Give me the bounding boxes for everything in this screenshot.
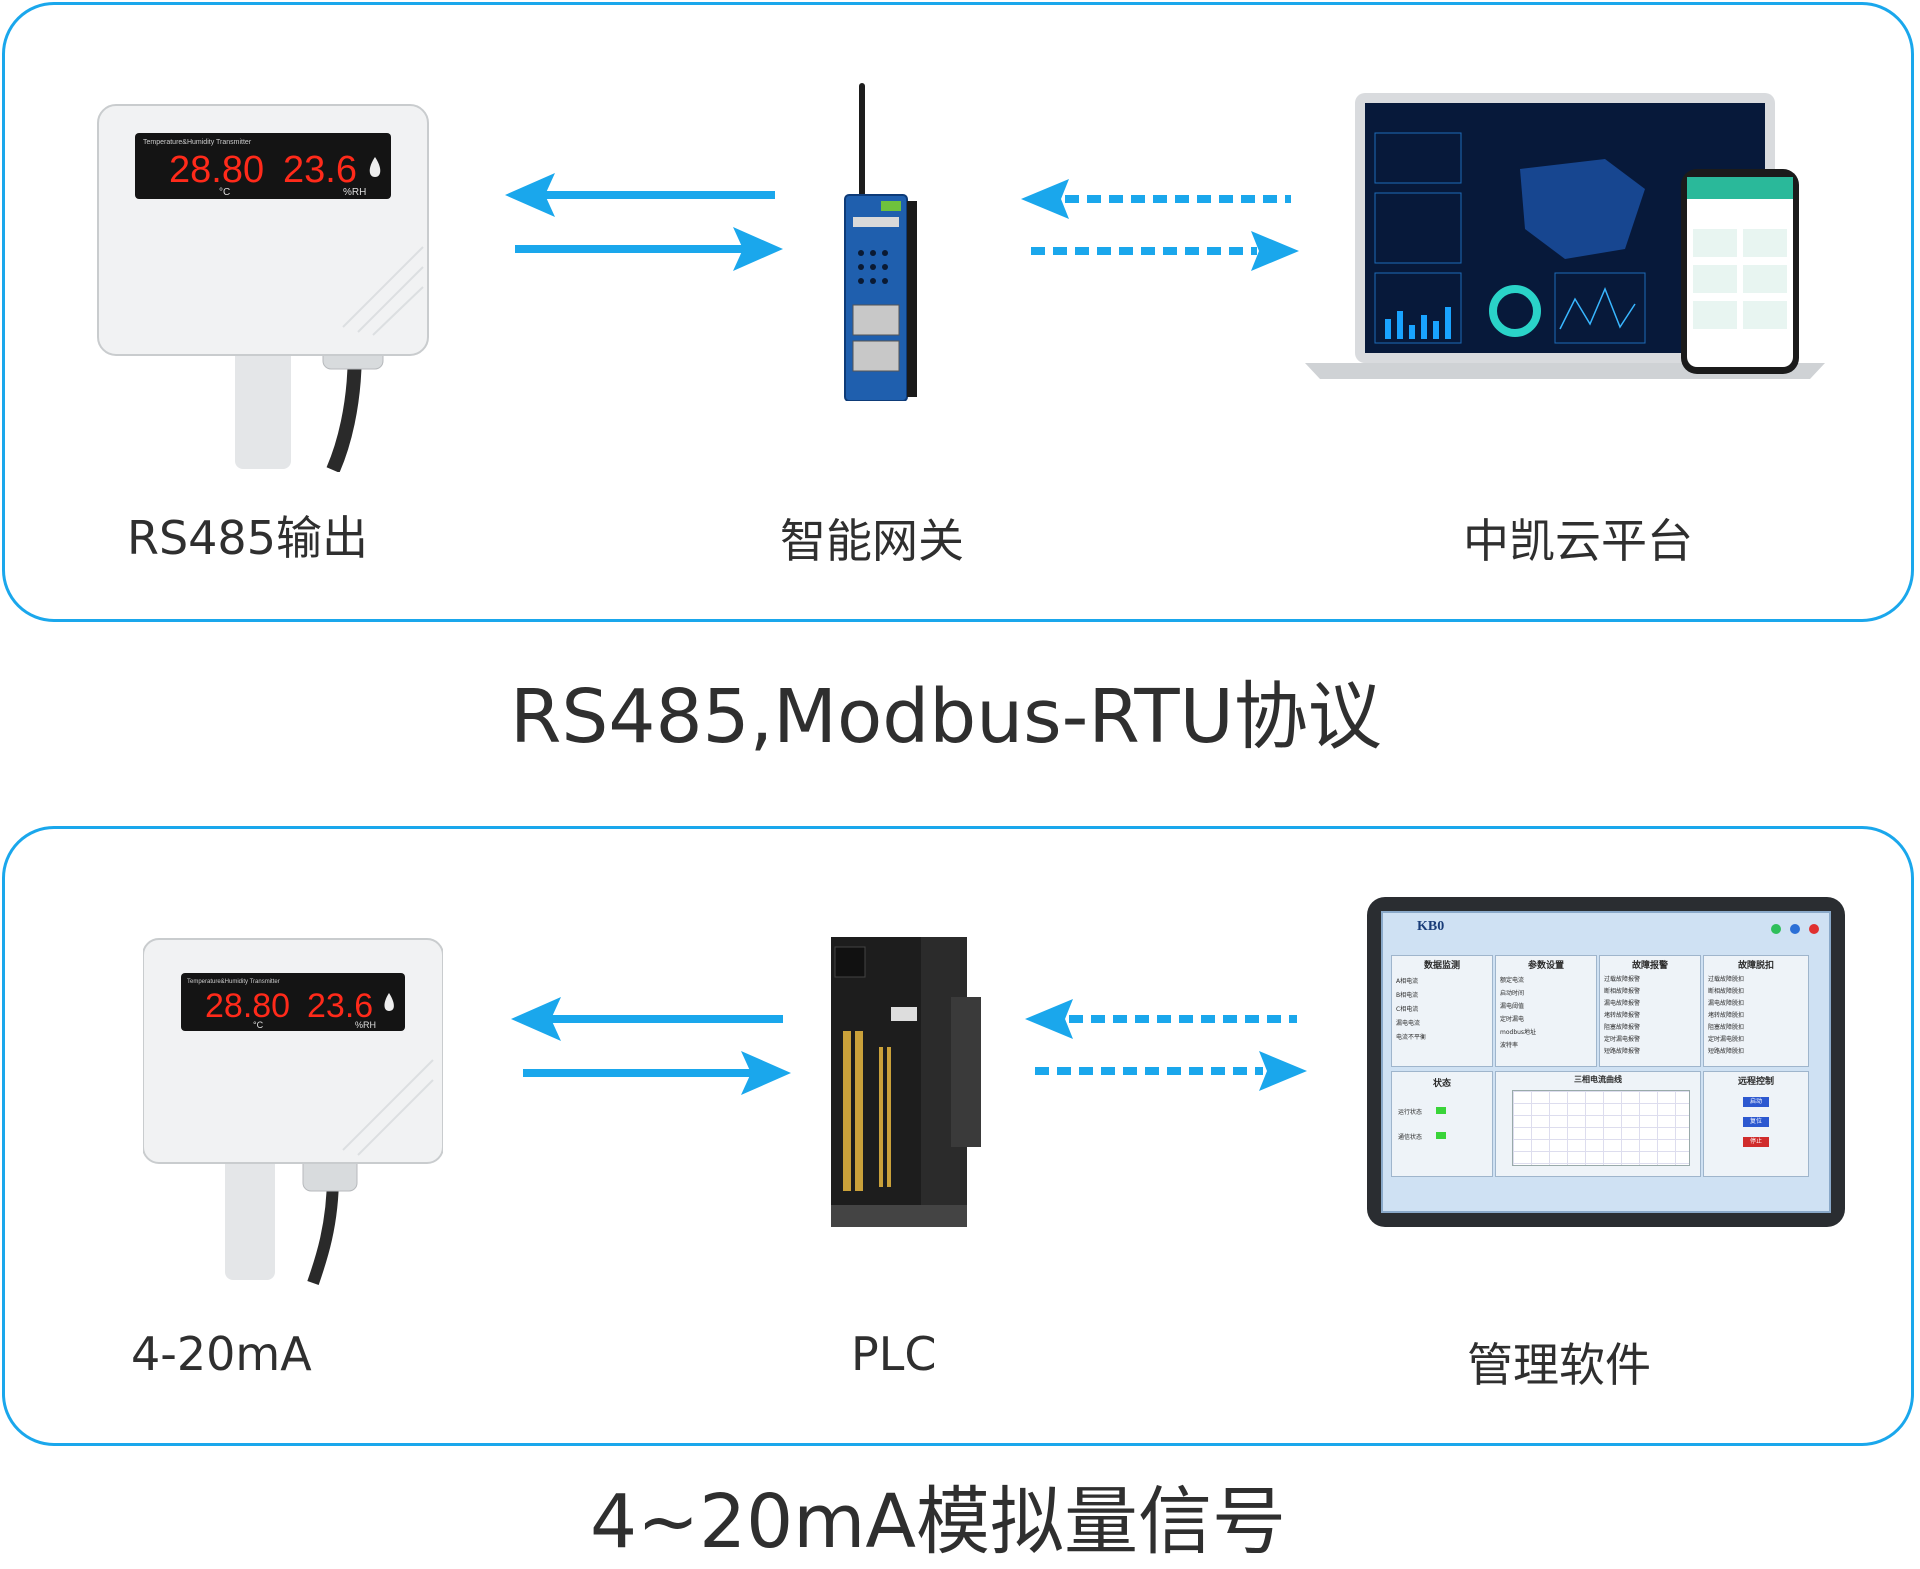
hmi-row: 启动时间 xyxy=(1500,990,1525,997)
hmi-row: 定时漏电报警 xyxy=(1604,1036,1641,1043)
node-label-plc: PLC xyxy=(851,1327,937,1381)
hmi-row: 堵转故障报警 xyxy=(1604,1012,1641,1019)
hmi-panel-trip: 故障脱扣 过载故障脱扣 断相故障脱扣 漏电故障脱扣 堵转故障脱扣 阻塞故障脱扣 … xyxy=(1703,955,1809,1067)
hmi-brand: KB0 xyxy=(1417,919,1445,934)
rs485-panel: Temperature&Humidity Transmitter 28.80 2… xyxy=(2,2,1914,622)
hmi-panel-title: 故障报警 xyxy=(1631,961,1668,971)
hmi-row: 断相故障报警 xyxy=(1604,988,1641,995)
hmi-panel-title: 状态 xyxy=(1432,1079,1451,1089)
sensor-unit-c: °C xyxy=(219,187,230,198)
hmi-panel-title: 远程控制 xyxy=(1737,1077,1774,1087)
hmi-row: C相电流 xyxy=(1396,1006,1419,1013)
sensor-unit-h: %RH xyxy=(355,1020,376,1030)
hmi-row: 定时漏电 xyxy=(1500,1016,1525,1023)
hmi-row: B相电流 xyxy=(1396,992,1419,999)
hmi-row: 漏电故障脱扣 xyxy=(1708,1000,1745,1007)
sensor-unit-c: °C xyxy=(253,1020,264,1030)
node-label-cloud: 中凯云平台 xyxy=(1463,514,1693,568)
sensor-hum-value: 23.6 xyxy=(283,149,357,191)
tablet-icon: KB0 数据监测 A相电流 B相电流 C相电流 漏电电流 电流不平衡 参数设置 … xyxy=(1367,897,1845,1227)
hmi-stop-button[interactable]: 停止 xyxy=(1743,1137,1769,1147)
hmi-screen: KB0 数据监测 A相电流 B相电流 C相电流 漏电电流 电流不平衡 参数设置 … xyxy=(1381,911,1831,1213)
gateway-icon xyxy=(844,83,917,401)
sensor-temp-value: 28.80 xyxy=(169,149,264,191)
hmi-row: 波特率 xyxy=(1500,1042,1519,1049)
hmi-panel-monitor: 数据监测 A相电流 B相电流 C相电流 漏电电流 电流不平衡 xyxy=(1391,955,1493,1067)
sensor-header-en: Temperature&Humidity Transmitter xyxy=(187,979,280,985)
hmi-info-icon[interactable] xyxy=(1789,924,1800,934)
laptop-phone-icon xyxy=(1305,93,1825,379)
hmi-panel-title: 故障脱扣 xyxy=(1737,961,1774,971)
hmi-row: 阻塞故障报警 xyxy=(1604,1024,1641,1031)
protocol-title-rs485: RS485,Modbus-RTU协议 xyxy=(510,674,1382,760)
bidirectional-dashed-arrows xyxy=(1021,179,1299,271)
plc-icon xyxy=(831,937,981,1227)
hmi-row: 堵转故障脱扣 xyxy=(1708,1012,1745,1019)
hmi-status-row: 通信状态 xyxy=(1398,1132,1486,1141)
node-label-gateway: 智能网关 xyxy=(780,514,964,568)
hmi-row: modbus地址 xyxy=(1500,1029,1537,1036)
hmi-panel-title: 数据监测 xyxy=(1423,961,1460,971)
hmi-close-icon[interactable] xyxy=(1809,924,1819,934)
hmi-row: 电流不平衡 xyxy=(1396,1034,1427,1041)
bidirectional-dashed-arrows xyxy=(1025,999,1307,1091)
sensor-header-en: Temperature&Humidity Transmitter xyxy=(143,139,252,146)
hmi-panel-curve: 三相电流曲线 xyxy=(1495,1071,1701,1177)
node-label-software: 管理软件 xyxy=(1467,1338,1651,1392)
hmi-status-row: 运行状态 xyxy=(1398,1107,1486,1116)
analog-panel: Temperature&Humidity Transmitter 28.80 2… xyxy=(2,826,1914,1446)
hmi-reset-button[interactable]: 复位 xyxy=(1743,1117,1769,1127)
node-label-analog: 4-20mA xyxy=(131,1327,312,1381)
sensor-icon: Temperature&Humidity Transmitter 28.80 2… xyxy=(143,938,443,1285)
hmi-panel-title: 参数设置 xyxy=(1527,961,1564,971)
hmi-row: 短路故障脱扣 xyxy=(1708,1048,1745,1055)
hmi-row: 漏电电流 xyxy=(1396,1020,1421,1027)
hmi-window-buttons xyxy=(1767,919,1819,938)
hmi-row: 额定电流 xyxy=(1500,977,1525,984)
hmi-row: 断相故障脱扣 xyxy=(1708,988,1745,995)
hmi-row: 过载故障脱扣 xyxy=(1708,976,1745,983)
sensor-temp-value: 28.80 xyxy=(205,987,290,1025)
sensor-unit-h: %RH xyxy=(343,187,366,198)
hmi-exit-icon[interactable] xyxy=(1770,924,1781,934)
bidirectional-solid-arrows xyxy=(511,997,791,1095)
hmi-panel-alarm: 故障报警 过载故障报警 断相故障报警 漏电故障报警 堵转故障报警 阻塞故障报警 … xyxy=(1599,955,1701,1067)
hmi-row: 阻塞故障脱扣 xyxy=(1708,1024,1745,1031)
node-label-rs485: RS485输出 xyxy=(127,511,368,565)
hmi-row: 过载故障报警 xyxy=(1604,976,1641,983)
hmi-row: 短路故障报警 xyxy=(1604,1048,1641,1055)
hmi-panel-status: 状态 运行状态 通信状态 xyxy=(1391,1071,1493,1177)
hmi-row: 漏电阈值 xyxy=(1500,1003,1525,1010)
hmi-row: A相电流 xyxy=(1396,978,1419,985)
hmi-panel-title: 三相电流曲线 xyxy=(1574,1075,1622,1084)
hmi-panel-params: 参数设置 额定电流 启动时间 漏电阈值 定时漏电 modbus地址 波特率 xyxy=(1495,955,1597,1067)
hmi-curve-grid xyxy=(1512,1090,1690,1166)
sensor-icon: Temperature&Humidity Transmitter 28.80 2… xyxy=(97,104,429,472)
hmi-panel-control: 远程控制 启动 复位 停止 xyxy=(1703,1071,1809,1177)
bidirectional-solid-arrows xyxy=(505,173,783,271)
hmi-row: 定时漏电脱扣 xyxy=(1708,1036,1745,1043)
hmi-row: 漏电故障报警 xyxy=(1604,1000,1641,1007)
hmi-start-button[interactable]: 启动 xyxy=(1743,1097,1769,1107)
sensor-hum-value: 23.6 xyxy=(307,987,373,1025)
protocol-title-analog: 4~20mA模拟量信号 xyxy=(590,1479,1286,1565)
